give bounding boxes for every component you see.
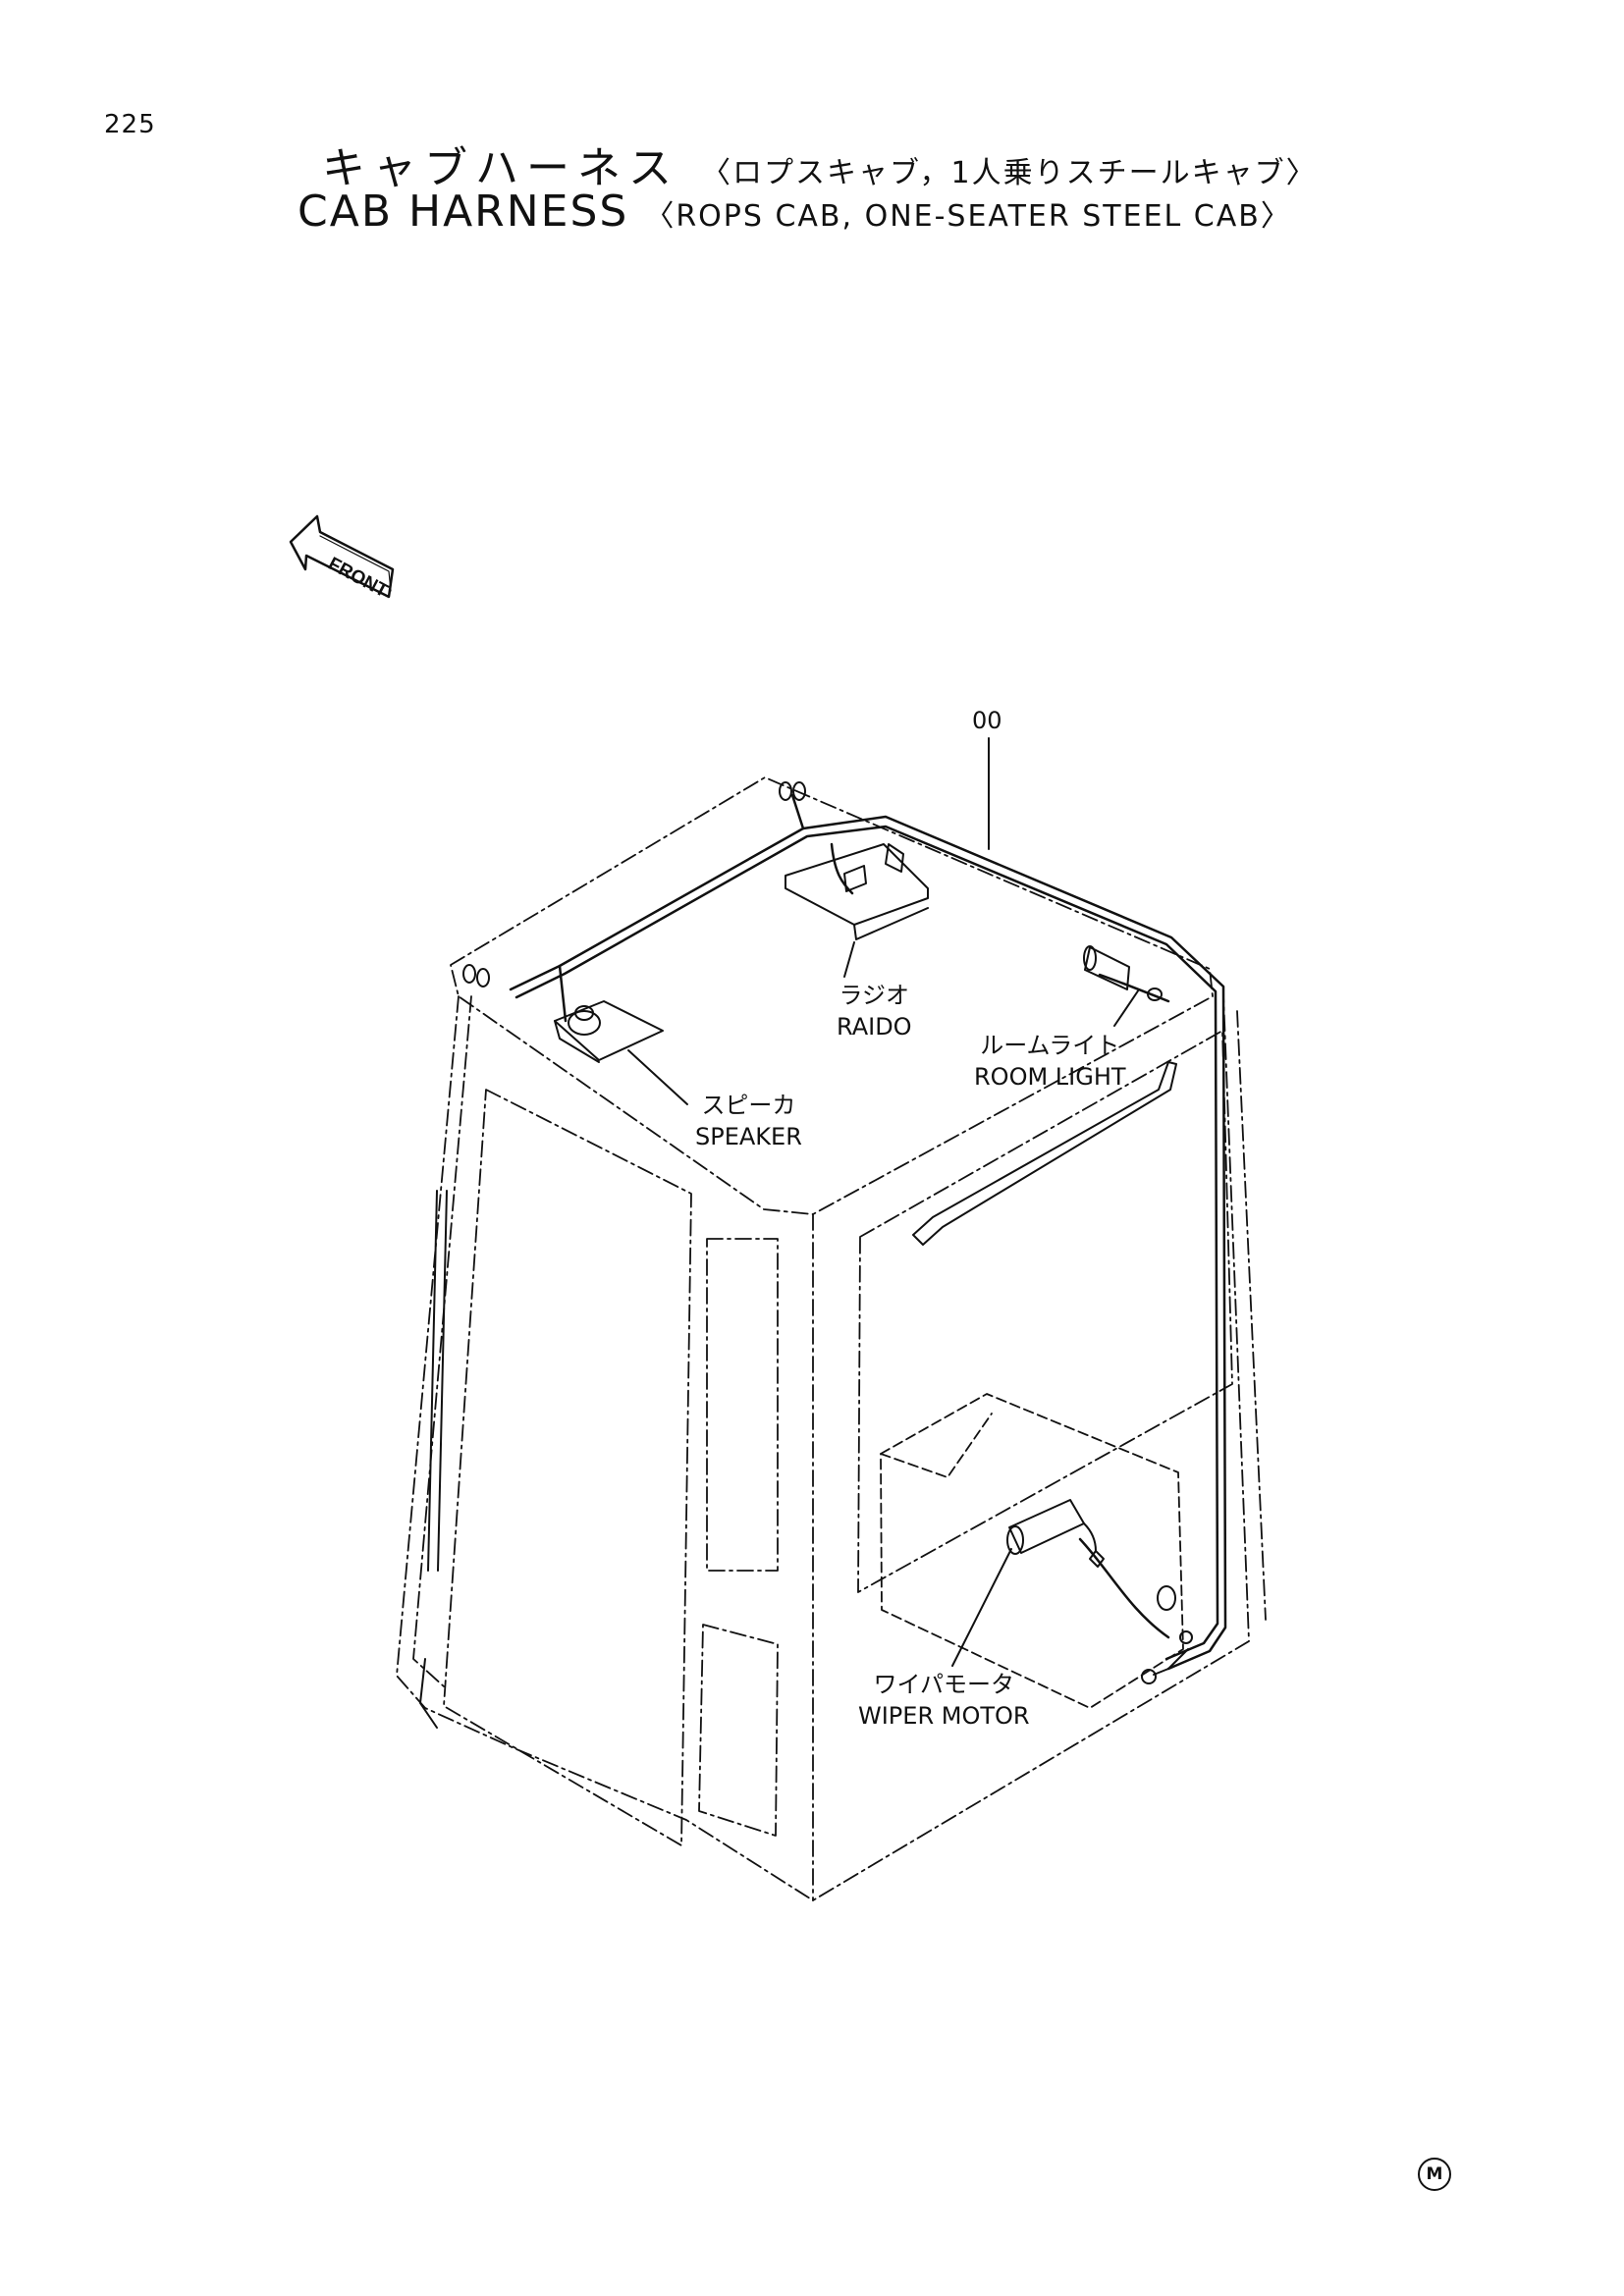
room-light-label-jp: ルームライト — [980, 1032, 1120, 1059]
page-number: 225 — [104, 110, 156, 139]
radio-icon — [785, 843, 929, 940]
radio-callout: ラジオ RAIDO — [837, 980, 912, 1042]
cab-outline — [396, 776, 1267, 1901]
room-light-label-en: ROOM LIGHT — [974, 1063, 1126, 1091]
wiper-motor-callout: ワイパモータ WIPER MOTOR — [858, 1669, 1030, 1732]
title-en-main: CAB HARNESS — [298, 187, 629, 237]
radio-label-jp: ラジオ — [839, 982, 910, 1009]
title-jp-sub: 〈ロプスキャブ，1人乗りスチールキャブ〉 — [701, 156, 1318, 190]
front-arrow-label: FRONT — [325, 554, 392, 602]
m-mark-icon: M — [1418, 2158, 1451, 2191]
wiper-motor-label-en: WIPER MOTOR — [858, 1702, 1030, 1730]
speaker-label-jp: スピーカ — [701, 1092, 796, 1119]
front-arrow-icon: FRONT — [289, 514, 395, 602]
wiper-motor-icon — [1006, 1499, 1105, 1568]
leader-lines — [627, 737, 1140, 1667]
title-en-sub: 〈ROPS CAB, ONE-SEATER STEEL CAB〉 — [644, 199, 1292, 234]
wiring-harness — [419, 793, 1227, 1729]
harness-number-label: 00 — [972, 707, 1002, 734]
title-jp-main: キャブハーネス — [322, 143, 679, 193]
room-light-callout: ルームライト ROOM LIGHT — [974, 1030, 1126, 1093]
connector-icons — [462, 781, 1193, 1684]
speaker-label-en: SPEAKER — [695, 1123, 802, 1150]
title-japanese: キャブハーネス 〈ロプスキャブ，1人乗りスチールキャブ〉 — [322, 133, 1318, 195]
room-light-icon — [1083, 945, 1163, 1001]
speaker-callout: スピーカ SPEAKER — [695, 1090, 802, 1152]
speaker-icon — [554, 1000, 664, 1063]
radio-label-en: RAIDO — [837, 1013, 912, 1041]
title-english: CAB HARNESS 〈ROPS CAB, ONE-SEATER STEEL … — [298, 187, 1292, 237]
wiper-motor-label-jp: ワイパモータ — [873, 1671, 1015, 1698]
